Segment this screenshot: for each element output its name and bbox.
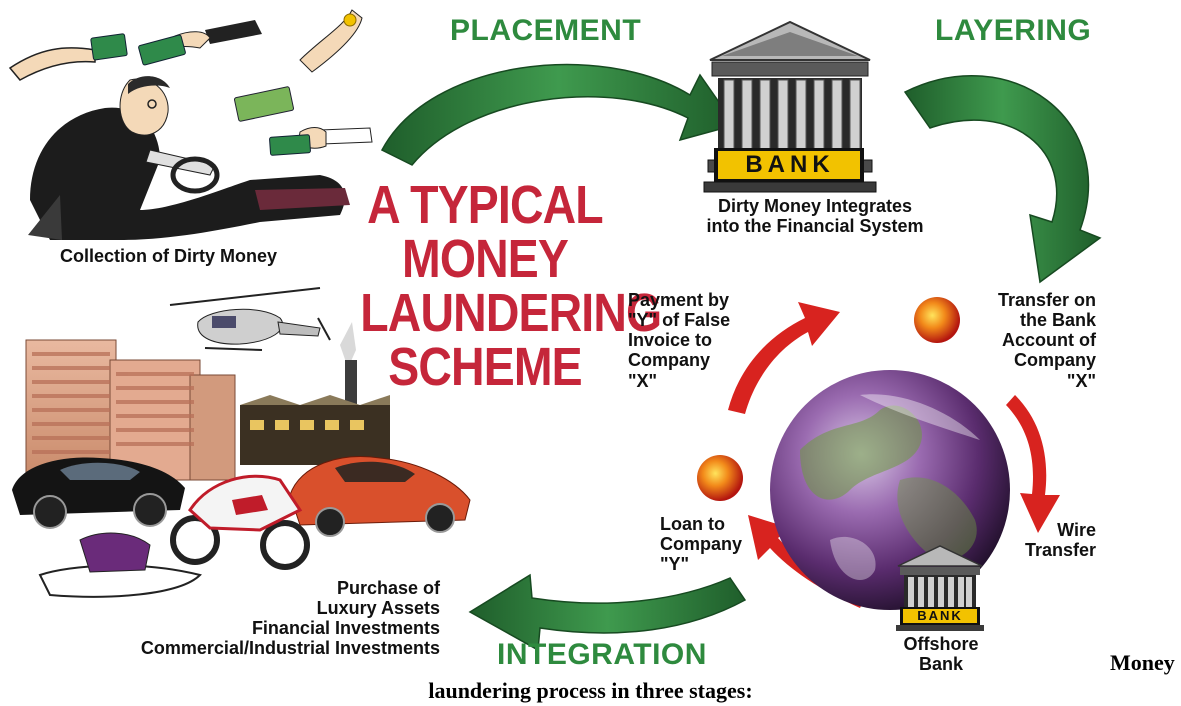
payment-line-3: Invoice to	[628, 330, 713, 351]
title-line-3: LAUNDERING	[360, 283, 662, 343]
transfer-ball-icon	[914, 297, 960, 343]
payment-line-2: "Y" of False	[628, 310, 731, 331]
integration-label: INTEGRATION	[497, 638, 707, 671]
placement-arrow	[380, 63, 737, 166]
offshore-bank-icon	[896, 545, 984, 631]
offshore-line-2: Bank	[918, 654, 963, 675]
loan-ball-icon	[697, 455, 743, 501]
office-building-icon	[25, 339, 236, 481]
red-sports-car-icon	[289, 456, 471, 537]
assets-line-3: Financial Investments	[251, 618, 440, 639]
transfer-line-4: Company	[1013, 350, 1096, 371]
collection-illustration	[8, 9, 373, 240]
wire-line-1: Wire	[1057, 520, 1096, 540]
payment-label: Payment by "Y" of False Invoice to Compa…	[628, 290, 758, 391]
layering-label: LAYERING	[935, 14, 1092, 47]
loan-line-1: Loan to	[660, 514, 725, 534]
red-arrow-payment	[728, 302, 840, 414]
red-arrow-transfer	[1006, 395, 1060, 533]
factory-icon	[240, 360, 390, 465]
motorcycle-icon	[170, 474, 310, 570]
wire-transfer-label: Wire Transfer	[1000, 520, 1096, 560]
black-sports-car-icon	[12, 457, 185, 529]
bank-icon	[703, 20, 877, 193]
transfer-line-1: Transfer on	[997, 290, 1096, 310]
payment-line-1: Payment by	[628, 290, 730, 310]
loan-label: Loan to Company "Y"	[660, 514, 770, 574]
page-title: A TYPICAL MONEY LAUNDERING SCHEME	[360, 175, 662, 397]
title-line-1: A TYPICAL	[367, 175, 604, 235]
bank-caption-line-2: into the Financial System	[706, 216, 924, 237]
bank-caption-line-1: Dirty Money Integrates	[717, 196, 913, 216]
loan-line-3: "Y"	[660, 554, 690, 575]
luxury-assets-illustration	[12, 287, 471, 598]
luxury-assets-label: Purchase of Luxury Assets Financial Inve…	[40, 578, 440, 659]
payment-line-5: "X"	[628, 370, 658, 391]
title-line-2: MONEY	[401, 229, 569, 289]
jet-ski-icon	[38, 532, 202, 598]
caption-line-2: laundering process in three stages:	[428, 678, 753, 703]
collection-caption: Collection of Dirty Money	[60, 246, 278, 266]
transfer-line-3: Account of	[1002, 330, 1096, 351]
helicopter-icon	[169, 287, 331, 351]
transfer-line-5: "X"	[1066, 370, 1096, 391]
assets-line-2: Luxury Assets	[316, 598, 440, 619]
transfer-label: Transfer on the Bank Account of Company …	[966, 290, 1096, 391]
offshore-line-1: Offshore	[903, 634, 979, 654]
assets-line-1: Purchase of	[336, 578, 440, 598]
loan-line-2: Company	[660, 534, 743, 555]
assets-line-4: Commercial/Industrial Investments	[140, 638, 440, 659]
transfer-line-2: the Bank	[1019, 310, 1096, 331]
layering-arrow	[903, 75, 1102, 284]
caption-line-1: Money	[1110, 650, 1175, 675]
offshore-bank-label: Offshore Bank	[886, 634, 996, 674]
wire-line-2: Transfer	[1024, 540, 1096, 561]
integration-arrow	[468, 573, 747, 652]
bank-sign: BANK	[745, 151, 835, 178]
bank-caption: Dirty Money Integrates into the Financia…	[680, 196, 950, 236]
offshore-bank-sign: BANK	[917, 608, 963, 623]
payment-line-4: Company	[628, 350, 711, 371]
placement-label: PLACEMENT	[450, 14, 642, 47]
title-line-4: SCHEME	[388, 337, 582, 397]
